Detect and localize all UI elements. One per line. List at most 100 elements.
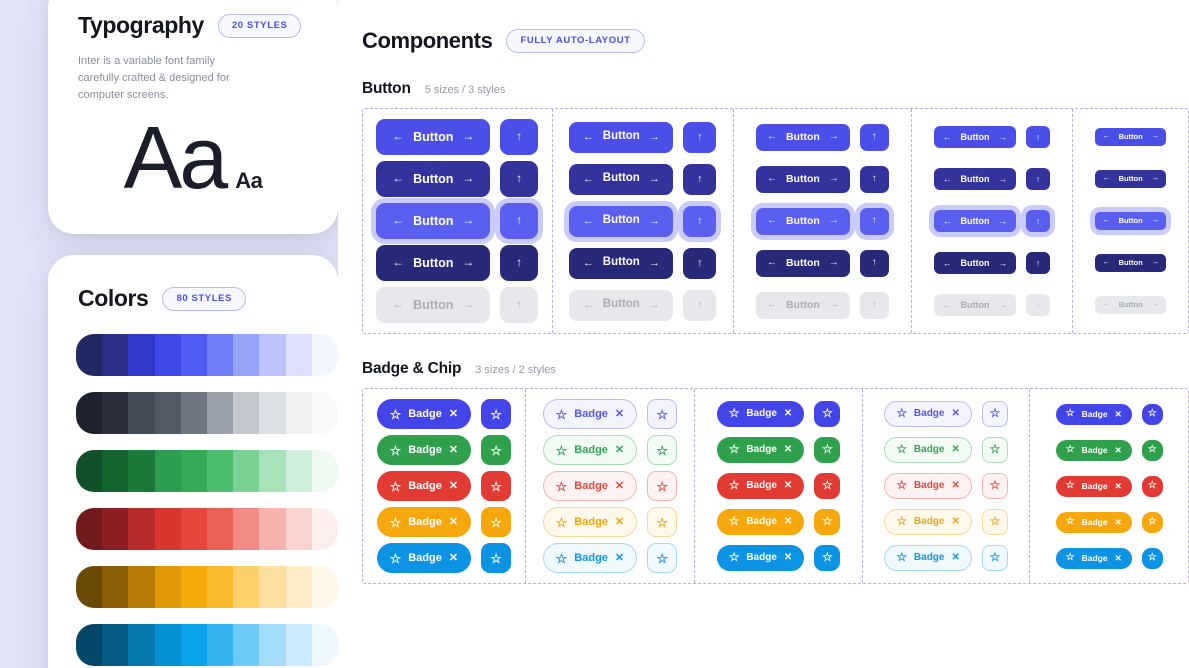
close-icon[interactable]: ✕ [1114, 552, 1122, 563]
color-swatch[interactable] [180, 392, 208, 434]
icon-button-default[interactable]: ↑ [500, 119, 539, 155]
color-swatch[interactable] [311, 508, 338, 550]
color-swatch[interactable] [154, 566, 181, 608]
color-swatch[interactable] [128, 334, 155, 376]
badge-indigo-solid[interactable]: ☆Badge✕ [376, 399, 472, 429]
color-swatch[interactable] [154, 392, 181, 434]
close-icon[interactable]: ✕ [448, 407, 459, 420]
button-default[interactable]: ←Button→ [755, 123, 850, 151]
color-swatch[interactable] [259, 392, 286, 434]
color-swatch[interactable] [76, 566, 103, 608]
badge-indigo-solid[interactable]: ☆Badge✕ [716, 401, 805, 427]
badge-orange-solid[interactable]: ☆Badge✕ [376, 507, 472, 537]
button-default[interactable]: ←Button→ [933, 126, 1016, 148]
close-icon[interactable]: ✕ [951, 480, 960, 491]
close-icon[interactable]: ✕ [783, 480, 793, 491]
chip-green-solid[interactable]: ☆ [814, 437, 841, 463]
badge-green-solid[interactable]: ☆Badge✕ [716, 437, 805, 463]
chip-orange-outline[interactable]: ☆ [981, 509, 1008, 535]
color-swatch[interactable] [76, 334, 103, 376]
chip-blue-solid[interactable]: ☆ [814, 545, 841, 571]
close-icon[interactable]: ✕ [783, 444, 793, 455]
icon-button-pressed[interactable]: ↑ [500, 245, 539, 281]
auto-layout-badge[interactable]: FULLY AUTO-LAYOUT [506, 29, 645, 53]
icon-button-default[interactable]: ↑ [683, 121, 717, 153]
color-swatch[interactable] [233, 334, 260, 376]
button-hover[interactable]: ←Button→ [1095, 170, 1166, 188]
button-default[interactable]: ←Button→ [376, 119, 491, 155]
color-swatch[interactable] [207, 450, 234, 492]
color-swatch[interactable] [285, 566, 312, 608]
icon-button-hover[interactable]: ↑ [683, 163, 717, 195]
color-swatch[interactable] [311, 334, 338, 376]
color-swatch[interactable] [259, 334, 286, 376]
button-default[interactable]: ←Button→ [1095, 128, 1166, 146]
close-icon[interactable]: ✕ [448, 479, 459, 492]
color-swatch[interactable] [102, 566, 129, 608]
color-swatch[interactable] [207, 508, 234, 550]
color-swatch[interactable] [233, 566, 260, 608]
chip-blue-solid[interactable]: ☆ [1141, 547, 1163, 569]
icon-button-default[interactable]: ↑ [1025, 126, 1050, 148]
color-swatch[interactable] [207, 566, 234, 608]
close-icon[interactable]: ✕ [783, 552, 793, 563]
chip-blue-outline[interactable]: ☆ [647, 543, 678, 573]
chip-red-solid[interactable]: ☆ [481, 471, 512, 501]
badge-red-outline[interactable]: ☆Badge✕ [884, 473, 972, 499]
color-swatch[interactable] [102, 392, 129, 434]
color-swatch[interactable] [285, 392, 312, 434]
color-swatch[interactable] [128, 508, 155, 550]
color-swatch[interactable] [102, 450, 129, 492]
close-icon[interactable]: ✕ [614, 479, 625, 492]
color-swatch[interactable] [285, 450, 312, 492]
badge-blue-solid[interactable]: ☆Badge✕ [716, 545, 805, 571]
close-icon[interactable]: ✕ [783, 516, 793, 527]
button-hover[interactable]: ←Button→ [933, 168, 1016, 190]
button-focus[interactable]: ←Button→ [755, 207, 850, 235]
color-swatch[interactable] [311, 392, 338, 434]
badge-green-outline[interactable]: ☆Badge✕ [542, 435, 638, 465]
badge-green-solid[interactable]: ☆Badge✕ [376, 435, 472, 465]
button-hover[interactable]: ←Button→ [376, 161, 491, 197]
icon-button-hover[interactable]: ↑ [500, 161, 539, 197]
icon-button-default[interactable]: ↑ [859, 123, 889, 151]
chip-indigo-solid[interactable]: ☆ [1141, 403, 1163, 425]
close-icon[interactable]: ✕ [614, 443, 625, 456]
color-swatch[interactable] [180, 508, 208, 550]
color-swatch[interactable] [207, 334, 234, 376]
icon-button-focus[interactable]: ↑ [683, 205, 717, 237]
color-swatch[interactable] [233, 392, 260, 434]
close-icon[interactable]: ✕ [951, 516, 960, 527]
button-focus[interactable]: ←Button→ [376, 203, 491, 239]
close-icon[interactable]: ✕ [951, 444, 960, 455]
close-icon[interactable]: ✕ [951, 552, 960, 563]
color-swatch[interactable] [154, 508, 181, 550]
badge-blue-solid[interactable]: ☆Badge✕ [1055, 547, 1132, 569]
chip-indigo-outline[interactable]: ☆ [647, 399, 678, 429]
badge-red-outline[interactable]: ☆Badge✕ [542, 471, 638, 501]
close-icon[interactable]: ✕ [1114, 516, 1122, 527]
icon-button-hover[interactable]: ↑ [859, 165, 889, 193]
badge-red-solid[interactable]: ☆Badge✕ [1055, 475, 1132, 497]
button-focus[interactable]: ←Button→ [569, 205, 674, 237]
icon-button-hover[interactable]: ↑ [1025, 168, 1050, 190]
color-swatch[interactable] [128, 450, 155, 492]
badge-red-solid[interactable]: ☆Badge✕ [716, 473, 805, 499]
chip-red-outline[interactable]: ☆ [647, 471, 678, 501]
color-swatch[interactable] [128, 392, 155, 434]
close-icon[interactable]: ✕ [783, 408, 793, 419]
color-swatch[interactable] [128, 624, 155, 666]
badge-indigo-solid[interactable]: ☆Badge✕ [1055, 403, 1132, 425]
badge-blue-outline[interactable]: ☆Badge✕ [542, 543, 638, 573]
color-swatch[interactable] [76, 624, 103, 666]
color-swatch[interactable] [128, 566, 155, 608]
badge-green-solid[interactable]: ☆Badge✕ [1055, 439, 1132, 461]
color-swatch[interactable] [233, 624, 260, 666]
button-pressed[interactable]: ←Button→ [376, 245, 491, 281]
badge-green-outline[interactable]: ☆Badge✕ [884, 437, 972, 463]
chip-blue-solid[interactable]: ☆ [481, 543, 512, 573]
color-swatch[interactable] [180, 624, 208, 666]
close-icon[interactable]: ✕ [614, 551, 625, 564]
close-icon[interactable]: ✕ [1114, 408, 1122, 419]
close-icon[interactable]: ✕ [614, 515, 625, 528]
